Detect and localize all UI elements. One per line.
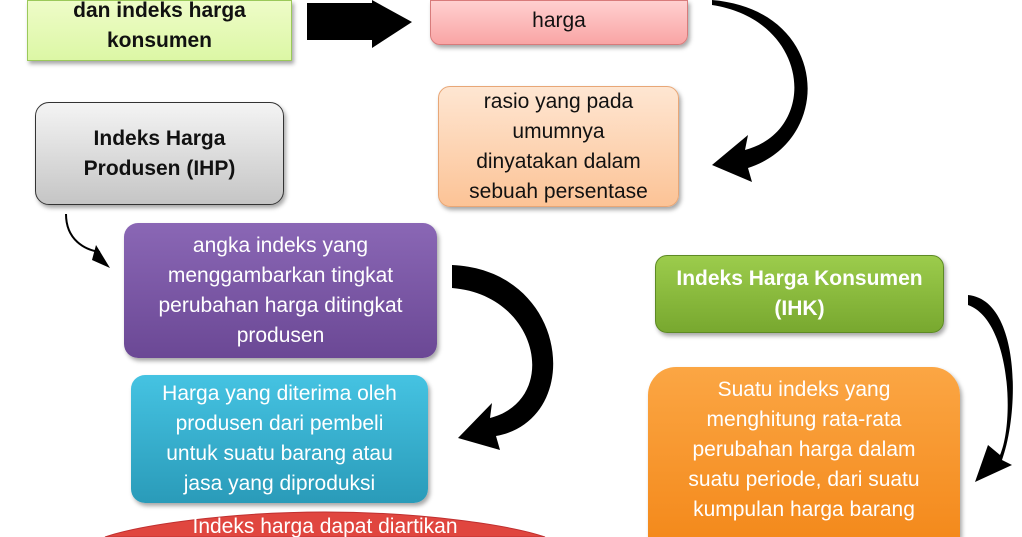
peach-line-2: umumnya <box>512 119 605 143</box>
ihp-line-1: Indeks Harga <box>93 126 226 150</box>
peach-line-4: sebuah persentase <box>469 179 648 203</box>
red-ellipse-shape <box>104 511 546 537</box>
peach-line-3: dinyatakan dalam <box>476 149 641 173</box>
small-arrow-head <box>92 245 110 268</box>
purple-box: angka indeks yang menggambarkan tingkat … <box>124 223 437 358</box>
cyan-box: Harga yang diterima oleh produsen dari p… <box>131 375 428 503</box>
purple-line-3: perubahan harga ditingkat <box>158 293 403 317</box>
ihp-line-2: Produsen (IHP) <box>83 156 236 180</box>
orange-line-2: menghitung rata-rata <box>706 408 902 431</box>
orange-box: Suatu indeks yang menghitung rata-rata p… <box>648 367 960 537</box>
green-box: dan indeks harga konsumen <box>27 0 292 61</box>
curved-arrow-top-right <box>712 0 808 182</box>
purple-line-2: menggambarkan tingkat <box>167 263 394 287</box>
orange-line-1: Suatu indeks yang <box>717 378 891 401</box>
pink-line-1: harga <box>532 9 586 32</box>
pink-box: harga <box>430 0 688 45</box>
cyan-line-1: Harga yang diterima oleh <box>162 382 397 405</box>
ihk-line-1: Indeks Harga Konsumen <box>676 267 923 290</box>
small-curved-arrow <box>65 213 101 253</box>
green-line-2: konsumen <box>106 29 213 52</box>
orange-line-4: suatu periode, dari suatu <box>688 468 920 491</box>
ihk-line-2: (IHK) <box>774 297 825 320</box>
purple-line-4: produsen <box>236 323 325 347</box>
cyan-line-2: produsen dari pembeli <box>175 412 384 435</box>
purple-line-1: angka indeks yang <box>192 233 369 257</box>
orange-line-3: perubahan harga dalam <box>692 438 916 461</box>
cyan-line-4: jasa yang diproduksi <box>183 472 376 495</box>
ihk-box: Indeks Harga Konsumen (IHK) <box>655 255 944 333</box>
block-arrow-right <box>307 0 412 48</box>
peach-box: rasio yang pada umumnya dinyatakan dalam… <box>438 86 679 207</box>
peach-line-1: rasio yang pada <box>483 89 634 113</box>
ihp-box: Indeks Harga Produsen (IHP) <box>35 102 284 205</box>
green-line-1: dan indeks harga <box>73 0 246 22</box>
red-line-1: Indeks harga dapat diartikan <box>192 516 458 537</box>
red-ellipse-text: Indeks harga dapat diartikan <box>105 516 545 537</box>
curved-arrow-right <box>968 295 1013 482</box>
cyan-line-3: untuk suatu barang atau <box>166 442 393 465</box>
orange-line-5: kumpulan harga barang <box>693 498 915 521</box>
curved-arrow-middle <box>452 265 554 450</box>
